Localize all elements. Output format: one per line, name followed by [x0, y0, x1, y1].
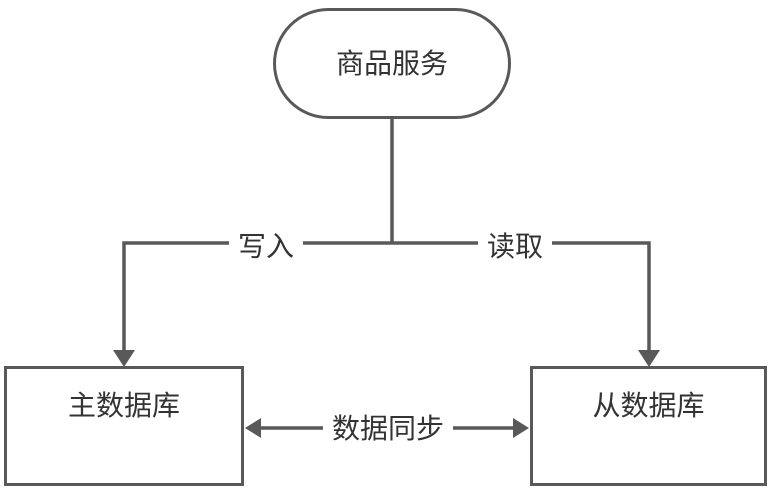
node-product-service: 商品服务: [273, 8, 511, 119]
edge-label-sync: 数据同步: [322, 407, 454, 447]
edge-label-write: 写入: [228, 225, 304, 265]
node-product-service-label: 商品服务: [335, 47, 448, 79]
read-connector: [392, 241, 651, 351]
read-arrowhead-icon: [638, 350, 660, 367]
node-primary-db-label: 主数据库: [67, 390, 180, 421]
node-primary-db: 主数据库: [4, 366, 244, 486]
edge-label-read: 读取: [477, 225, 553, 265]
node-replica-db-label: 从数据库: [592, 390, 705, 421]
node-replica-db: 从数据库: [530, 366, 767, 486]
write-arrowhead-icon: [113, 350, 135, 367]
sync-right-arrowhead-icon: [513, 418, 529, 438]
sync-left-arrowhead-icon: [245, 418, 261, 438]
